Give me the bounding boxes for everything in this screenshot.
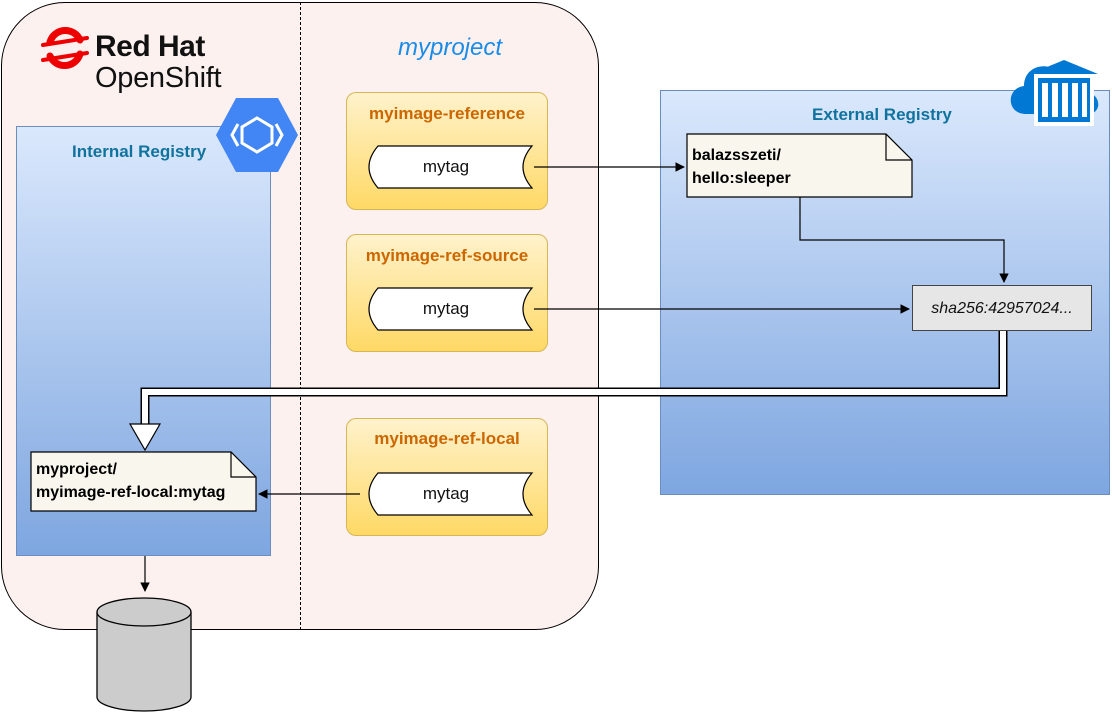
tag-label-reference: mytag: [422, 157, 470, 176]
internal-note-line2: myimage-ref-local:mytag: [36, 484, 226, 501]
cloud-registry-icon: [1010, 60, 1099, 126]
arrow-tag-to-digest: [799, 197, 1009, 283]
project-title: myproject: [397, 34, 503, 61]
database-cylinder-icon: [96, 597, 192, 712]
project-divider: [300, 2, 301, 630]
stream-title-ref-local: myimage-ref-local: [374, 429, 520, 448]
note-shape-internal: [30, 451, 257, 512]
brand-primary: Red Hat: [95, 30, 205, 63]
external-note-line1: balazsszeti/: [692, 147, 781, 164]
import-arrow-outline: [140, 331, 1008, 424]
internal-registry-title: Internal Registry: [72, 142, 207, 161]
tag-shape-reference: [368, 145, 534, 189]
external-registry-title: External Registry: [812, 105, 952, 124]
redhat-logo-icon: [41, 27, 89, 69]
tag-label-ref-local: mytag: [422, 484, 470, 503]
registry-hexagon-icon: [216, 98, 298, 172]
stream-title-reference: myimage-reference: [369, 104, 525, 123]
external-note-line2: hello:sleeper: [692, 170, 791, 187]
import-arrowhead: [128, 423, 162, 452]
note-shape-external: [686, 133, 913, 198]
stream-title-ref-source: myimage-ref-source: [365, 246, 529, 265]
brand-secondary: OpenShift: [95, 62, 222, 94]
tag-shape-ref-local: [368, 472, 534, 516]
tag-label-ref-source: mytag: [422, 299, 470, 318]
tag-shape-ref-source: [368, 287, 534, 331]
digest-box: sha256:42957024...: [912, 285, 1092, 331]
digest-label: sha256:42957024...: [931, 300, 1073, 317]
internal-note-line1: myproject/: [36, 461, 117, 478]
